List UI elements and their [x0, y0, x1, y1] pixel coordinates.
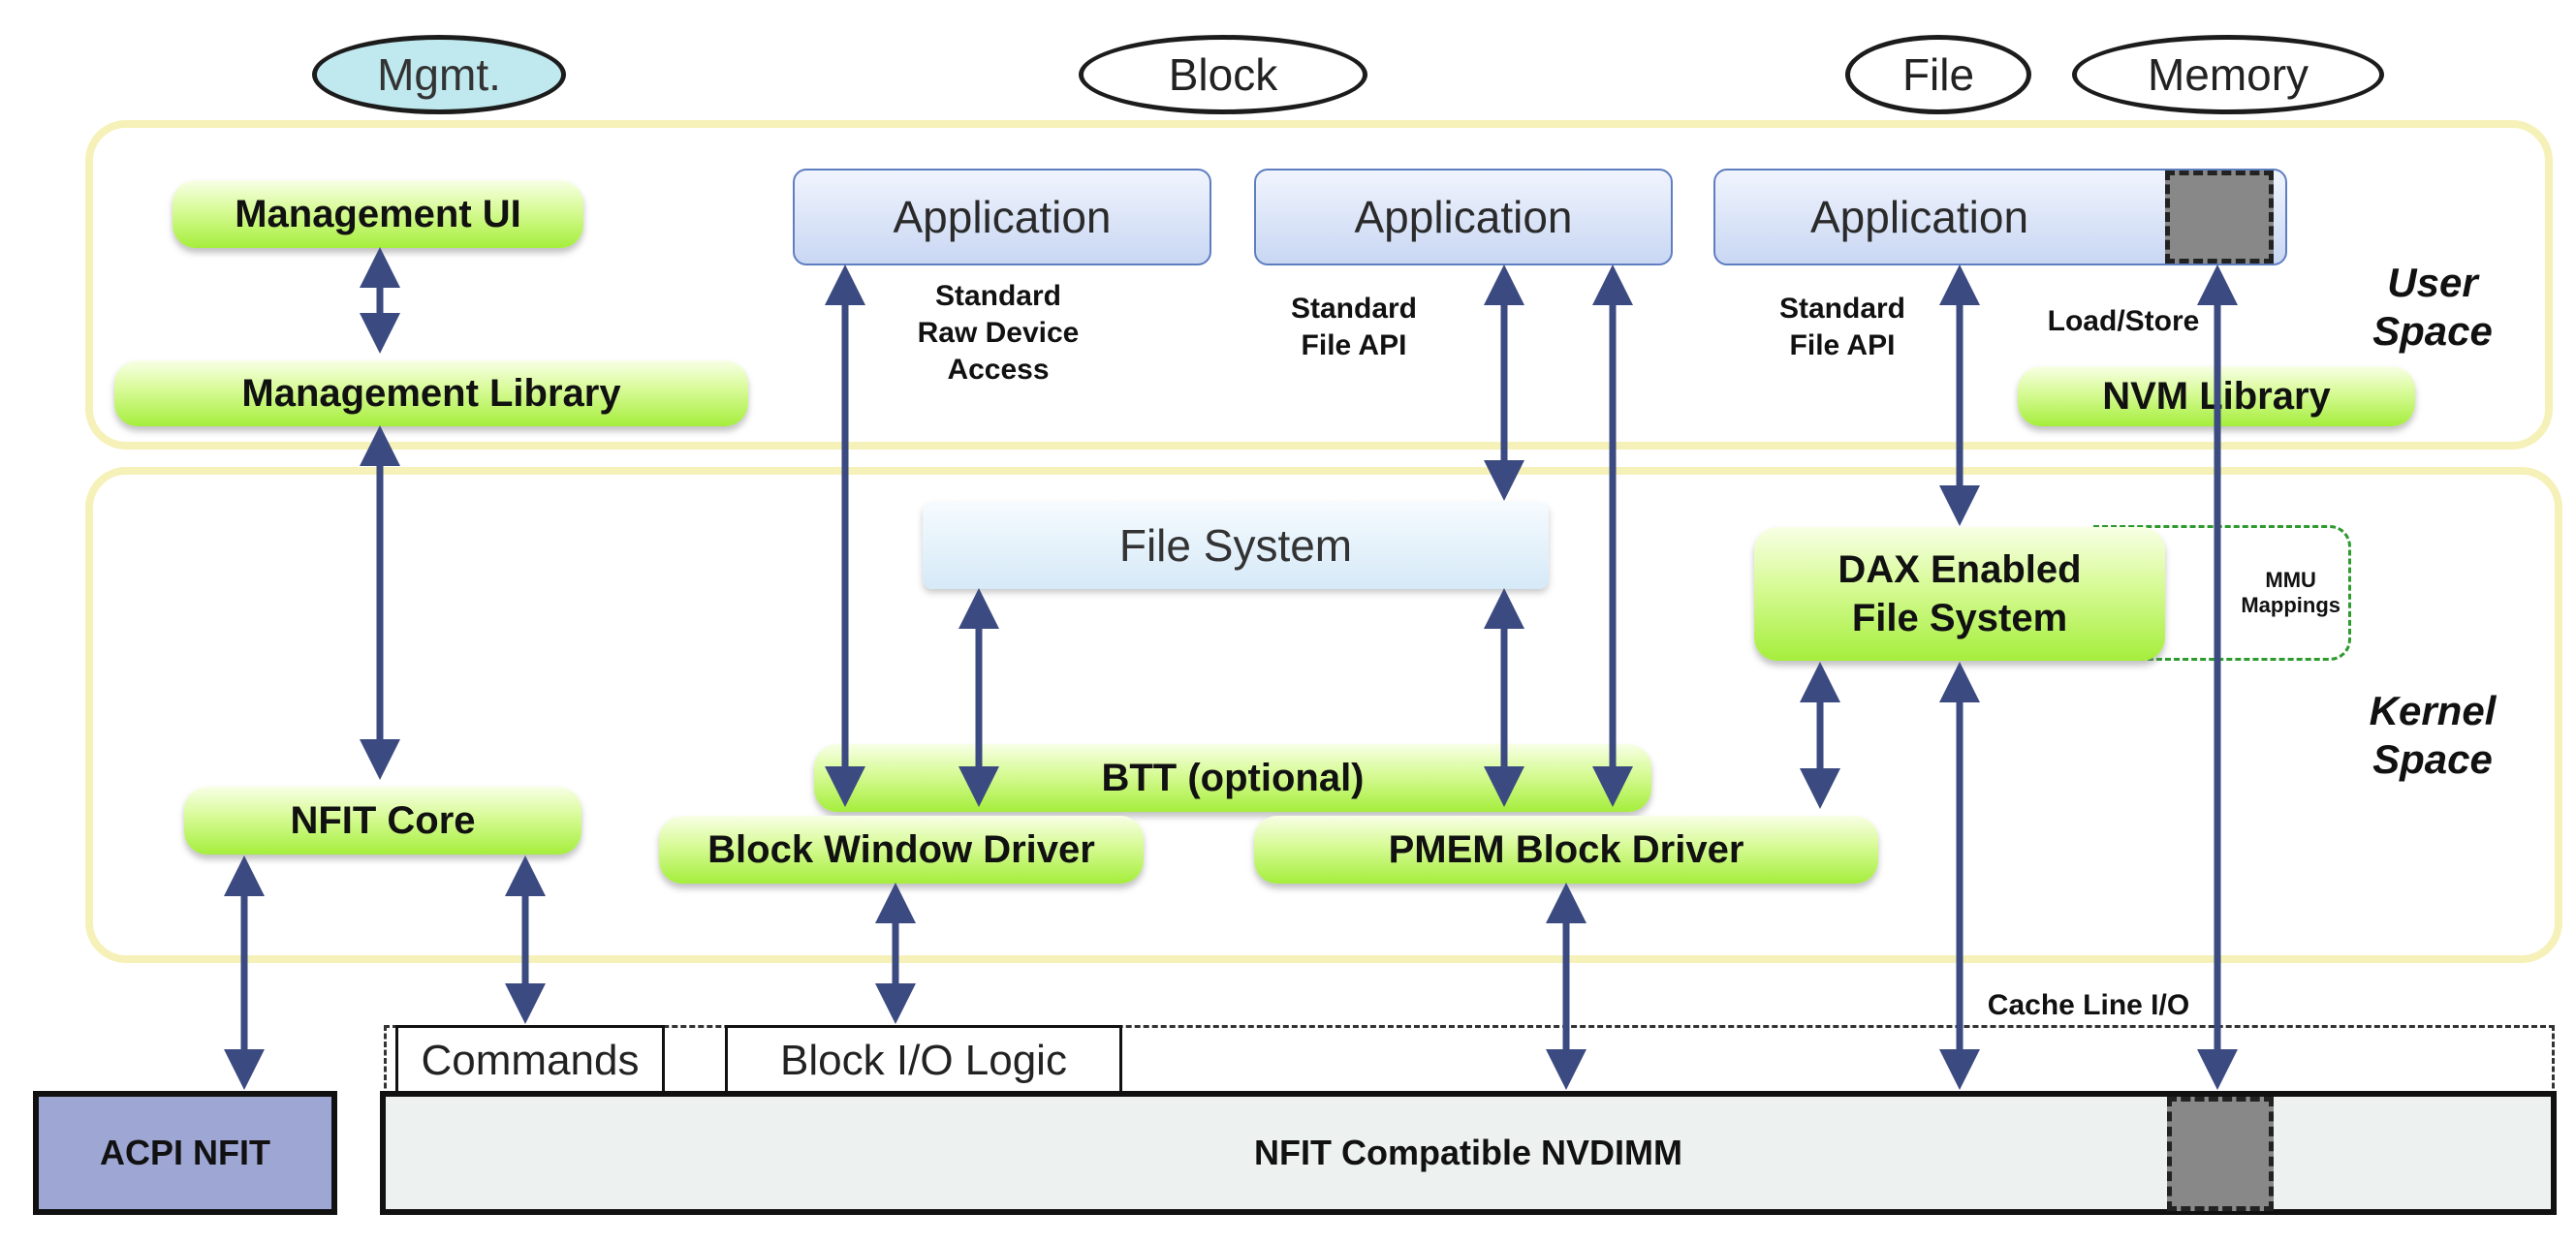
file-api-label-2: Standard File API — [1778, 293, 1906, 361]
nfit-core: NFIT Core — [184, 787, 581, 855]
category-block: Block — [1079, 35, 1367, 114]
load-store-label: Load/Store — [2047, 305, 2200, 337]
category-memory: Memory — [2072, 35, 2384, 114]
file-api-label-1: Standard File API — [1290, 293, 1418, 361]
commands-box: Commands — [395, 1025, 665, 1097]
kernel-space-label: Kernel Space — [2369, 688, 2497, 782]
cache-line-io-label: Cache Line I/O — [1987, 989, 2190, 1021]
nvdimm-memory-chip — [2167, 1097, 2274, 1211]
application-raw: Application — [793, 169, 1211, 265]
app-memory-chip — [2165, 171, 2274, 264]
user-space-label: User Space — [2372, 260, 2493, 354]
pmem-block-driver: PMEM Block Driver — [1254, 816, 1878, 884]
file-system: File System — [923, 502, 1549, 589]
management-library: Management Library — [114, 360, 748, 426]
dax-enabled-file-system: DAX Enabled File System — [1754, 527, 2165, 661]
application-file-api: Application — [1254, 169, 1673, 265]
hardware-dashed-band — [384, 1025, 2555, 1097]
block-window-driver: Block Window Driver — [659, 816, 1144, 884]
raw-device-access-label: Standard Raw Device Access — [917, 280, 1080, 386]
acpi-nfit: ACPI NFIT — [33, 1091, 337, 1215]
category-mgmt: Mgmt. — [312, 35, 566, 114]
management-ui: Management UI — [173, 180, 583, 248]
category-file: File — [1845, 35, 2031, 114]
